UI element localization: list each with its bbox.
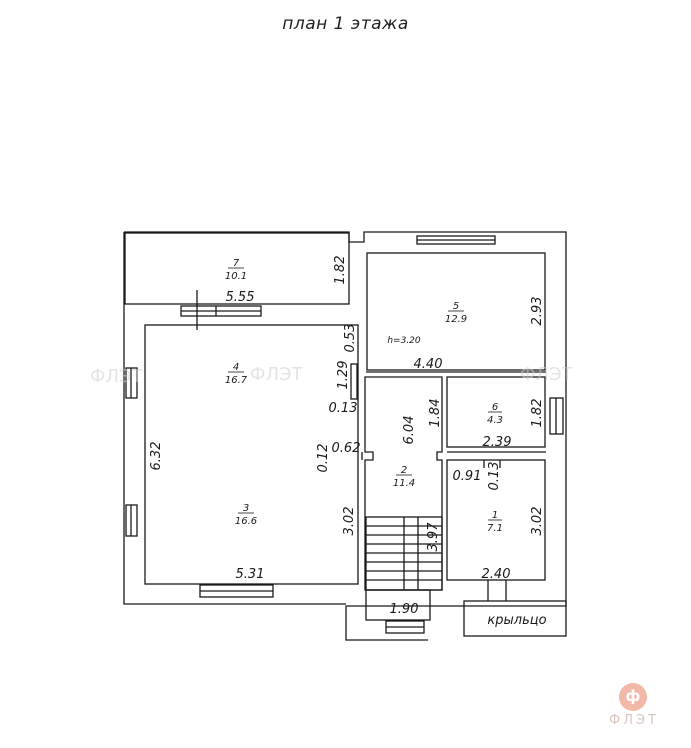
dim-632: 6.32: [149, 442, 164, 471]
room-2-number: 2: [401, 465, 407, 476]
dim-604: 6.04: [402, 416, 417, 445]
room-2-area: 11.4: [393, 478, 415, 489]
dim-293: 2.93: [530, 297, 545, 326]
room-1-number: 1: [492, 510, 498, 521]
stairs: [365, 516, 443, 591]
room-5-outline: [366, 252, 546, 371]
dim-053: 0.53: [343, 324, 358, 353]
room-5-area: 12.9: [445, 314, 467, 325]
outer-wall-left: [123, 232, 346, 605]
room-1-outline: [446, 459, 546, 581]
room-6-area: 4.3: [487, 415, 503, 426]
room-3-number: 3: [243, 503, 249, 514]
room-4-area: 16.7: [225, 375, 248, 386]
room-5-number: 5: [453, 301, 459, 312]
dim-239: 2.39: [483, 435, 512, 450]
dim-182-top: 1.82: [333, 256, 348, 285]
dim-091: 0.91: [453, 469, 482, 484]
dim-190: 1.90: [390, 602, 419, 617]
dim-531: 5.31: [236, 567, 265, 582]
room-4-outline: [144, 324, 359, 585]
dim-397: 3.97: [426, 522, 441, 552]
dim-062: 0.62: [332, 441, 361, 456]
porch-outline: [463, 600, 567, 637]
room-6-outline: [446, 376, 546, 448]
room-3-area: 16.6: [235, 516, 257, 527]
dim-012: 0.12: [316, 444, 331, 473]
height-note: h=3.20: [387, 336, 421, 346]
watermark-text-2: ФЛЭТ: [250, 364, 304, 385]
dim-440: 4.40: [414, 357, 443, 372]
dim-129: 1.29: [336, 361, 351, 390]
room-7-number: 7: [233, 258, 240, 269]
room-1-area: 7.1: [487, 523, 503, 534]
room-6-number: 6: [492, 402, 498, 413]
room-4-number: 4: [233, 362, 239, 373]
room-7-area: 10.1: [225, 271, 247, 282]
windows: [125, 235, 564, 634]
watermark-text-3: ФЛЭТ: [520, 364, 574, 385]
dim-302-left: 3.02: [342, 507, 357, 536]
dim-302-right: 3.02: [530, 507, 545, 536]
dim-013-left: 0.13: [329, 401, 358, 416]
logo-letter: ф: [625, 687, 641, 705]
dim-184: 1.84: [428, 399, 443, 428]
brand-name: ФЛЭТ: [609, 713, 659, 728]
watermark-text-1: ФЛЭТ: [90, 366, 144, 387]
watermarks: ФЛЭТ ФЛЭТ ФЛЭТ: [90, 364, 574, 387]
dim-555: 5.55: [226, 290, 255, 305]
porch-label: крыльцо: [487, 613, 546, 628]
brand-logo: ф: [619, 683, 647, 711]
dim-182-right: 1.82: [530, 399, 545, 428]
room-7-outline: [124, 232, 350, 305]
plan-title: план 1 этажа: [282, 14, 409, 34]
dim-013-right: 0.13: [487, 462, 502, 491]
dim-240: 2.40: [482, 567, 511, 582]
